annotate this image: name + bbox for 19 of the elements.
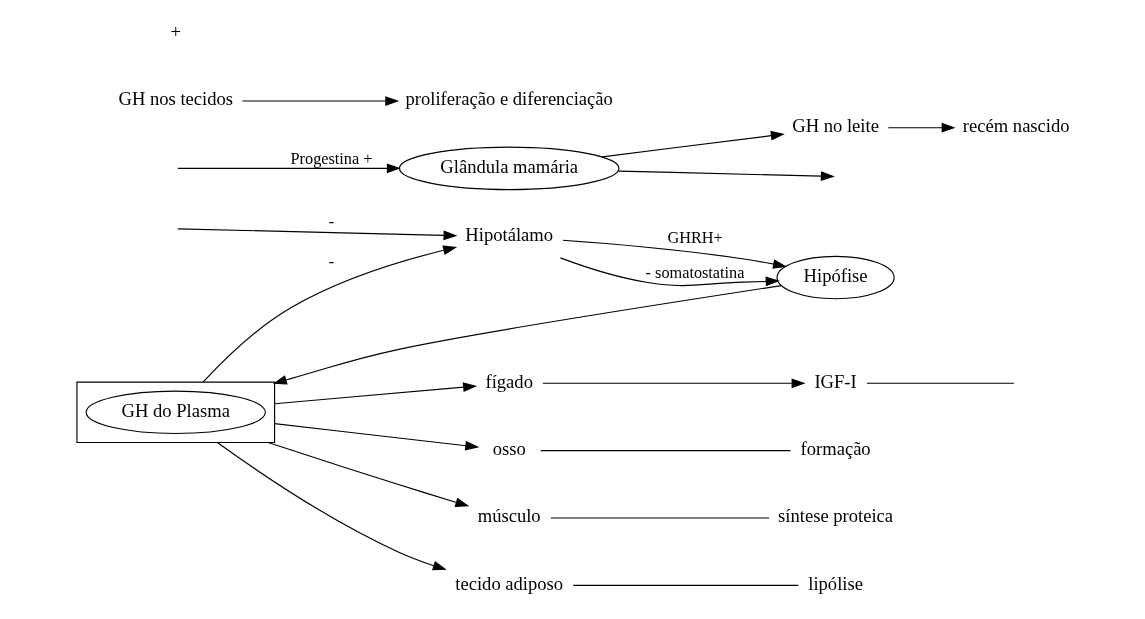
edge-label: - (328, 253, 334, 272)
node-text: músculo (477, 505, 541, 527)
node-text: lipólise (807, 572, 863, 594)
node-text: osso (492, 438, 526, 460)
node-text: fígado (484, 370, 533, 392)
label: + (170, 21, 181, 43)
node-text: IGF-I (813, 370, 857, 392)
node-text: proliferação e diferenciação (405, 88, 613, 110)
node-text: GH no leite (791, 115, 879, 137)
edge-label: GHRH+ (666, 228, 723, 247)
node-text: formação (800, 438, 871, 460)
node-text: síntese proteica (777, 505, 893, 527)
node-text: GH nos tecidos (117, 88, 233, 110)
node-text: tecido adiposo (454, 572, 563, 594)
node-text: recém nascido (962, 115, 1070, 137)
edge-label: - somatostatina (645, 263, 744, 282)
edge-label: - (328, 212, 334, 231)
edge-label: Progestina + (290, 149, 372, 168)
node-text: Hipotálamo (464, 224, 553, 246)
